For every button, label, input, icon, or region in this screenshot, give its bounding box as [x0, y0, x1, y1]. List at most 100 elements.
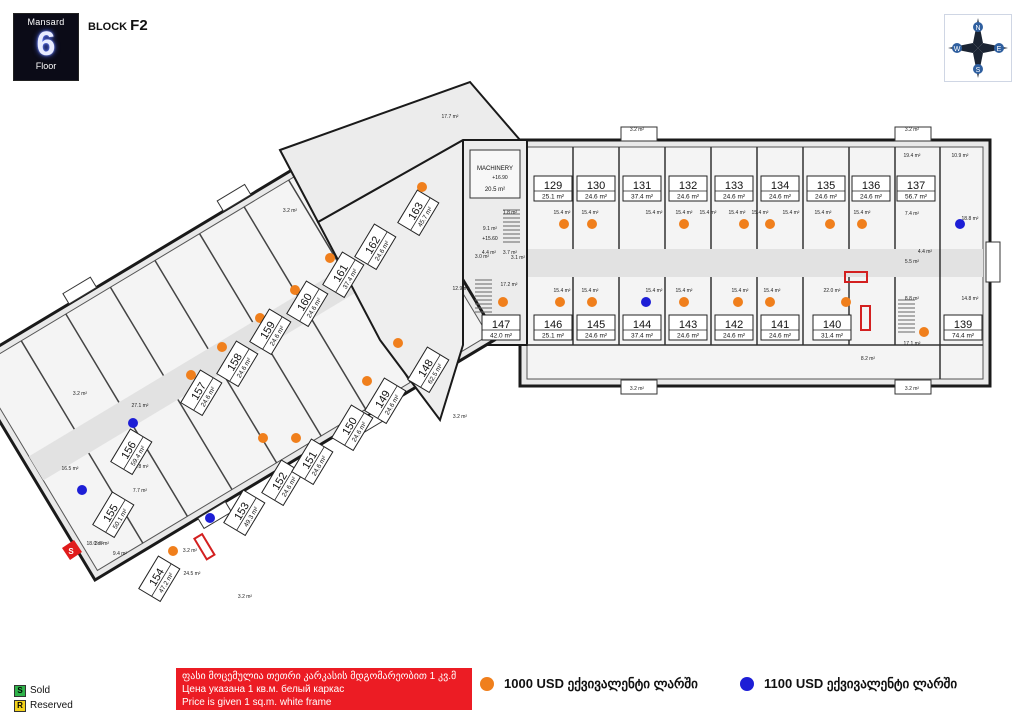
- unit-number: 143: [679, 319, 697, 331]
- unit-number: 140: [823, 319, 841, 331]
- unit-label-box: 132 24.6 m²: [668, 175, 708, 202]
- area-label: 24.5 m²: [184, 571, 201, 577]
- price-dot: [393, 338, 403, 348]
- unit-number: 145: [587, 319, 605, 331]
- compass-s: S: [976, 67, 981, 74]
- unit-number: 133: [725, 180, 743, 192]
- area-label: 17.7 m²: [442, 114, 459, 120]
- price-1000-label: 1000 USD ექვივალენტი ლარში: [504, 676, 698, 691]
- area-label: 15.4 m²: [582, 210, 599, 216]
- apartment-unit[interactable]: 142 24.6 m²: [714, 297, 754, 341]
- unit-number: 134: [771, 180, 789, 192]
- unit-area: 24.6 m²: [585, 194, 608, 201]
- price-dot: [217, 342, 227, 352]
- unit-label-box: 133 24.6 m²: [714, 175, 754, 202]
- area-label: 15.4 m²: [764, 288, 781, 294]
- status-legend: S Sold R Reserved: [14, 683, 73, 713]
- price-dot: [417, 182, 427, 192]
- legend-reserved: R Reserved: [14, 698, 73, 713]
- price-dot: [325, 253, 335, 263]
- orange-dot-icon: [480, 677, 494, 691]
- unit-number: 141: [771, 319, 789, 331]
- price-note-ru: Цена указана 1 кв.м. белый каркас: [182, 684, 345, 695]
- unit-area: 24.6 m²: [723, 333, 746, 340]
- apartment-unit[interactable]: 132 24.6 m²: [668, 175, 708, 229]
- unit-area: 24.6 m²: [677, 194, 700, 201]
- price-dot: [765, 297, 775, 307]
- apartment-unit[interactable]: 133 24.6 m²: [714, 175, 754, 229]
- area-label: 10.9 m²: [952, 153, 969, 159]
- price-dot: [641, 297, 651, 307]
- price-dot: [857, 219, 867, 229]
- area-label: 15.4 m²: [752, 210, 769, 216]
- area-label: 27.1 m²: [132, 403, 149, 409]
- unit-label-box: 140 31.4 m²: [812, 314, 852, 341]
- price-dot: [559, 219, 569, 229]
- unit-area: 24.6 m²: [723, 194, 746, 201]
- unit-area: 31.4 m²: [821, 333, 844, 340]
- area-label: 3.2 m²: [283, 208, 298, 214]
- area-label: 15.4 m²: [554, 288, 571, 294]
- area-label: 18.8 m²: [962, 216, 979, 222]
- apartment-unit[interactable]: 140 31.4 m²: [812, 297, 852, 341]
- price-dot: [555, 297, 565, 307]
- block-label: BLOCK F2: [88, 17, 148, 34]
- area-label: 15.4 m²: [732, 288, 749, 294]
- unit-number: 144: [633, 319, 651, 331]
- sold-label: Sold: [30, 685, 51, 696]
- unit-label-box: 142 24.6 m²: [714, 314, 754, 341]
- reserved-label: Reserved: [30, 700, 73, 711]
- blue-dot-icon: [740, 677, 754, 691]
- unit-number: 132: [679, 180, 697, 192]
- floor-number: 6: [36, 25, 56, 63]
- price-dot: [841, 297, 851, 307]
- unit-number: 142: [725, 319, 743, 331]
- area-label: 9.4 m²: [113, 551, 128, 557]
- area-label: 7.4 m²: [905, 211, 920, 217]
- area-label: 15.4 m²: [676, 210, 693, 216]
- area-label: 18.0 m²: [87, 541, 104, 547]
- unit-number: 135: [817, 180, 835, 192]
- price-note-en: Price is given 1 sq.m. white frame: [182, 697, 332, 708]
- price-dot: [128, 418, 138, 428]
